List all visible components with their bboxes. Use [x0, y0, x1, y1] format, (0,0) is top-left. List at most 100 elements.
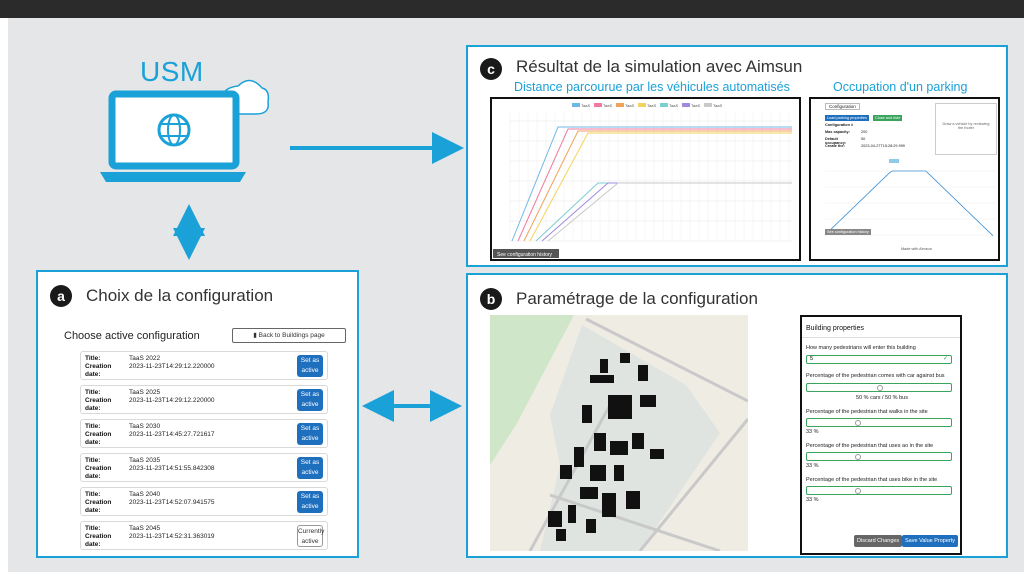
- parking-caption: Occupation d'un parking: [833, 80, 968, 94]
- row-key: Creation: [85, 465, 112, 472]
- distance-series-line: [517, 128, 792, 242]
- ao-slider[interactable]: [806, 452, 952, 461]
- panel-a-badge: a: [50, 285, 72, 307]
- building-properties-screenshot: Building properties How many pedestrians…: [800, 315, 962, 555]
- props-divider: [802, 337, 960, 338]
- slider-thumb-icon: [855, 454, 861, 460]
- walk-slider[interactable]: [806, 418, 952, 427]
- site-map: [490, 315, 748, 551]
- q5-result: 33 %: [806, 497, 819, 503]
- legend-label: TaaS: [691, 103, 700, 108]
- q3-result: 33 %: [806, 429, 819, 435]
- pedestrians-input[interactable]: 5 ✓: [806, 355, 952, 364]
- row-date: 2023-11-23T14:52:07.941575: [129, 499, 215, 506]
- back-to-buildings-button[interactable]: ▮ Back to Buildings page: [232, 328, 346, 343]
- panel-b: b Paramétrage de la configuration: [466, 273, 1008, 558]
- parking-info-key: Configuration #: [825, 123, 854, 127]
- legend-swatch: [660, 103, 668, 107]
- legend-label: TaaS: [647, 103, 656, 108]
- close-hide-button[interactable]: Close and hide: [873, 115, 903, 121]
- panel-b-badge: b: [480, 288, 502, 310]
- row-key: date:: [85, 439, 101, 446]
- legend-label: TaaS: [603, 103, 612, 108]
- row-date: 2023-11-23T14:29:12.220000: [129, 363, 215, 370]
- currently-active-button[interactable]: Currently active: [297, 525, 324, 547]
- save-value-button[interactable]: Save Value Property: [902, 535, 959, 547]
- set-active-button[interactable]: Set as active: [297, 491, 323, 513]
- q5-label: Percentage of the pedestrian that uses b…: [806, 477, 938, 483]
- props-title: Building properties: [806, 325, 864, 332]
- bookmark-icon: ▮: [253, 332, 257, 339]
- panel-c-badge: c: [480, 58, 502, 80]
- row-key: date:: [85, 405, 101, 412]
- row-title: TaaS 2035: [129, 457, 161, 464]
- parking-note: Draw a vehicle by reviewing the footer: [942, 122, 990, 130]
- load-parking-button[interactable]: Load parking properties: [825, 115, 869, 121]
- row-title: TaaS 2022: [129, 355, 161, 362]
- parking-info-row: Configuration #: [825, 123, 905, 130]
- legend-label: TaaS: [713, 103, 722, 108]
- row-title: TaaS 2040: [129, 491, 161, 498]
- row-key: Creation: [85, 499, 112, 506]
- row-key: Creation: [85, 397, 112, 404]
- legend-label: TaaS: [625, 103, 634, 108]
- see-history-label: See configuration history: [497, 252, 553, 258]
- set-active-button[interactable]: Set as active: [297, 389, 323, 411]
- top-bar: [0, 0, 1024, 18]
- distance-series-line: [547, 182, 792, 242]
- row-key: Creation: [85, 431, 112, 438]
- row-date: 2023-11-23T14:29:12.220000: [129, 397, 215, 404]
- distance-series-line: [511, 126, 792, 242]
- row-title: TaaS 2025: [129, 389, 161, 396]
- distance-caption: Distance parcourue par les véhicules aut…: [514, 80, 790, 94]
- made-with: Made with Aimsun: [901, 247, 932, 251]
- legend-swatch: [572, 103, 580, 107]
- row-key: date:: [85, 507, 101, 514]
- choose-config-heading: Choose active configuration: [64, 330, 200, 342]
- usm-label: USM: [140, 56, 204, 87]
- legend-label: TaaS: [581, 103, 590, 108]
- occupancy-chart: [824, 159, 997, 237]
- parking-info-key: Create the:: [825, 144, 845, 148]
- q2-result: 50 % cars / 50 % bus: [856, 395, 908, 401]
- see-history-button-parking[interactable]: See configuration history: [825, 229, 871, 235]
- panel-a-title: Choix de la configuration: [86, 286, 274, 305]
- row-key: Title:: [85, 423, 101, 430]
- q4-result: 33 %: [806, 463, 819, 469]
- row-key: Title:: [85, 525, 101, 532]
- slider-thumb-icon: [855, 488, 861, 494]
- row-key: Title:: [85, 355, 101, 362]
- set-active-button[interactable]: Set as active: [297, 423, 323, 445]
- row-key: Title:: [85, 457, 101, 464]
- check-icon: ✓: [942, 356, 948, 362]
- parking-info-row: Max capacity:200: [825, 130, 905, 137]
- parking-info-row: Default occupancy:50: [825, 137, 905, 145]
- row-title: TaaS 2030: [129, 423, 161, 430]
- row-key: Creation: [85, 363, 112, 370]
- see-history-button-c[interactable]: [493, 249, 559, 258]
- discard-changes-button[interactable]: Discard Changes: [854, 535, 903, 547]
- legend-swatch: [638, 103, 646, 107]
- config-select[interactable]: Configuration: [825, 103, 860, 110]
- set-active-button[interactable]: Set as active: [297, 457, 323, 479]
- parking-info-value: 50: [861, 137, 866, 141]
- set-active-button[interactable]: Set as active: [297, 355, 323, 377]
- row-key: date:: [85, 371, 101, 378]
- car-bus-slider[interactable]: [806, 383, 952, 392]
- row-key: date:: [85, 473, 101, 480]
- bike-slider[interactable]: [806, 486, 952, 495]
- pedestrians-value: 5: [810, 356, 814, 362]
- row-key: Creation: [85, 533, 112, 540]
- row-key: Title:: [85, 491, 101, 498]
- q4-label: Percentage of the pedestrian that uses a…: [806, 443, 934, 449]
- row-title: TaaS 2045: [129, 525, 161, 532]
- q1-label: How many pedestrians will enter this bui…: [806, 345, 916, 351]
- row-date: 2023-11-23T14:51:55.842308: [129, 465, 215, 472]
